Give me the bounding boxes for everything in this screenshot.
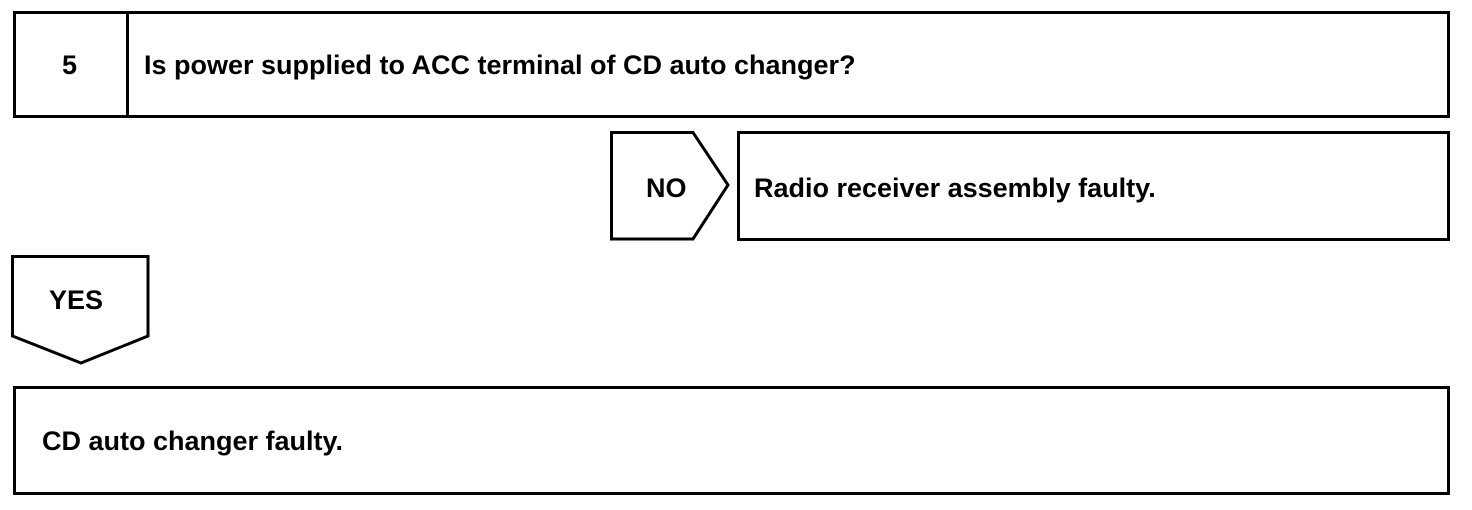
step-divider bbox=[126, 11, 129, 118]
no-label: NO bbox=[646, 173, 687, 203]
no-result-box bbox=[737, 131, 1450, 241]
no-result-text: Radio receiver assembly faulty. bbox=[754, 173, 1156, 203]
yes-arrow-shape bbox=[11, 255, 150, 365]
yes-result-text: CD auto changer faulty. bbox=[42, 426, 344, 456]
step-box bbox=[13, 11, 1450, 118]
step-number: 5 bbox=[62, 50, 78, 80]
yes-label: YES bbox=[49, 285, 104, 315]
yes-result-box bbox=[13, 386, 1450, 495]
no-arrow-shape bbox=[610, 131, 730, 241]
step-question: Is power supplied to ACC terminal of CD … bbox=[144, 50, 856, 80]
